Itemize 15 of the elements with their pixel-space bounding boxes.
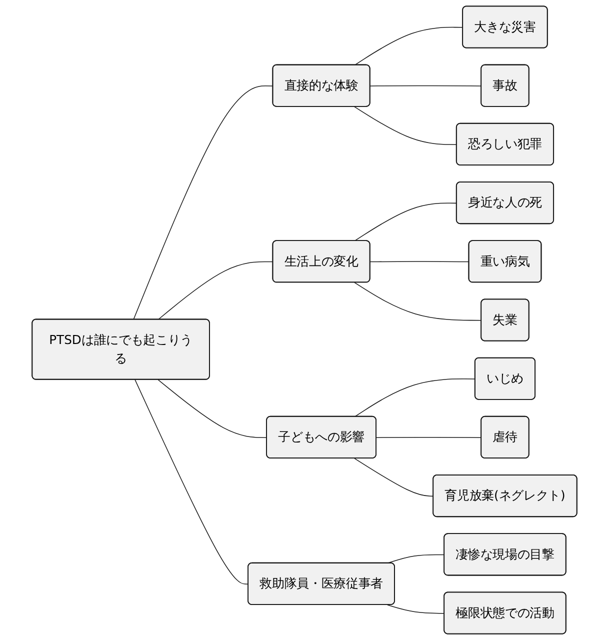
connector	[354, 378, 476, 418]
connector	[354, 458, 434, 497]
connector	[376, 436, 482, 438]
connector	[158, 379, 268, 438]
connector	[354, 282, 482, 321]
connector	[133, 86, 274, 320]
connector	[354, 202, 458, 242]
connector	[387, 604, 445, 614]
connector	[158, 261, 274, 320]
connector	[370, 261, 470, 262]
connector	[370, 85, 482, 86]
connector	[134, 379, 249, 584]
connector	[354, 26, 464, 66]
connector	[387, 554, 445, 564]
connector	[354, 106, 458, 145]
